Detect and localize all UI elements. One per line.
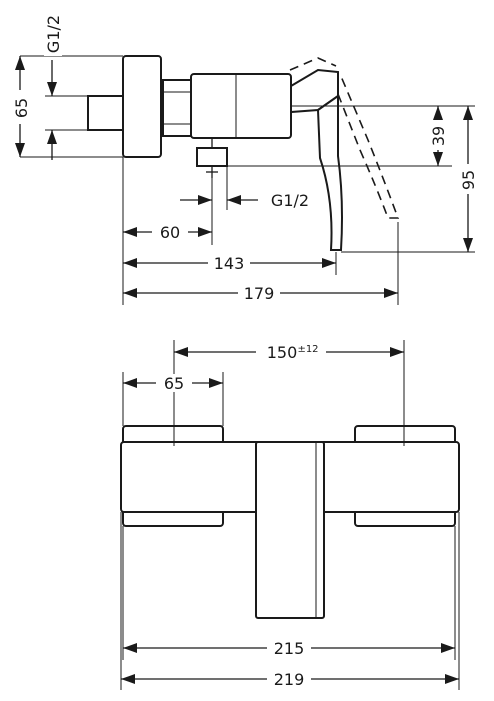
dim-150: 150 bbox=[267, 343, 298, 362]
dim-39: 39 bbox=[429, 126, 448, 146]
front-view: 150 ±12 65 215 219 bbox=[120, 340, 460, 690]
lever-handle-alt bbox=[337, 73, 400, 219]
hex-nut bbox=[162, 79, 192, 137]
wall-flange bbox=[122, 55, 162, 158]
dim-60: 60 bbox=[160, 223, 180, 242]
side-view: 65 G1/2 39 95 60 G1/2 143 179 bbox=[12, 8, 478, 305]
thread-label-bottom: G1/2 bbox=[271, 191, 309, 210]
dim-95: 95 bbox=[459, 170, 478, 190]
dim-65-front: 65 bbox=[164, 374, 184, 393]
dim-215: 215 bbox=[274, 639, 305, 658]
dim-219: 219 bbox=[274, 670, 305, 689]
inlet-stub bbox=[87, 95, 124, 131]
shower-outlet bbox=[196, 147, 228, 167]
dim-143: 143 bbox=[214, 254, 245, 273]
mixer-body bbox=[190, 73, 292, 139]
dim-150-tolerance: ±12 bbox=[297, 344, 318, 355]
thread-label-top: G1/2 bbox=[44, 15, 63, 53]
dim-179: 179 bbox=[244, 284, 275, 303]
dim-65-side: 65 bbox=[12, 98, 31, 118]
lever-handle bbox=[316, 94, 343, 251]
lever-plate bbox=[255, 441, 325, 619]
